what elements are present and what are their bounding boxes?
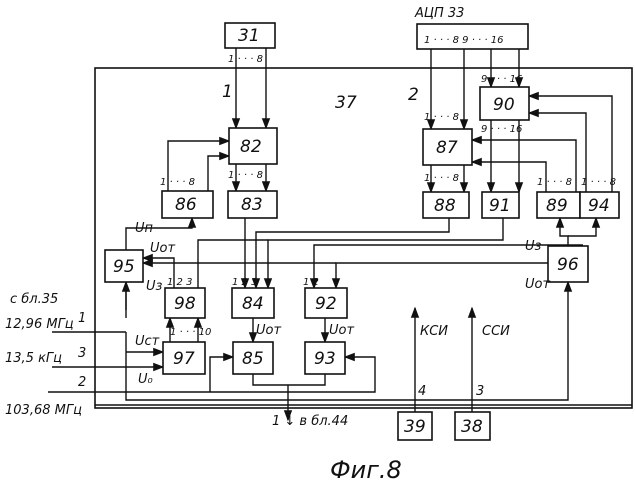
svg-text:Uп: Uп <box>135 221 154 236</box>
svg-text:Uст: Uст <box>135 334 160 349</box>
svg-text:91: 91 <box>489 196 511 216</box>
svg-text:89: 89 <box>546 196 568 216</box>
block-adc-33: 1 · · · 8 9 · · · 16 <box>417 24 528 49</box>
block-85: 85 <box>233 342 273 374</box>
svg-text:9 · · · 16: 9 · · · 16 <box>481 124 522 135</box>
svg-text:95: 95 <box>113 257 135 277</box>
svg-text:1 · · · 8: 1 · · · 8 <box>581 177 616 188</box>
svg-text:Uот: Uот <box>329 323 354 338</box>
svg-text:1 2: 1 2 <box>303 277 319 288</box>
figure-caption: Фиг.8 <box>330 456 402 484</box>
block-92: 92 <box>305 288 347 318</box>
svg-text:9 · · · 16: 9 · · · 16 <box>481 74 522 85</box>
block-84: 84 <box>232 288 274 318</box>
block-88: 88 <box>423 192 469 218</box>
block-98: 98 <box>165 288 205 318</box>
block-82: 82 <box>229 128 277 164</box>
svg-text:85: 85 <box>242 349 264 369</box>
svg-text:96: 96 <box>557 255 579 275</box>
svg-text:39: 39 <box>404 417 426 437</box>
svg-text:2: 2 <box>78 375 86 390</box>
svg-text:92: 92 <box>315 294 337 314</box>
block-91: 91 <box>482 192 519 218</box>
svg-text:13,5 кГц: 13,5 кГц <box>5 351 62 366</box>
svg-text:87: 87 <box>436 138 458 158</box>
svg-text:12,96 МГц: 12,96 МГц <box>5 317 74 332</box>
svg-text:1 · · · 8: 1 · · · 8 <box>537 177 572 188</box>
svg-text:1 · · · 8: 1 · · · 8 <box>424 173 459 184</box>
svg-text:1 · · · 10: 1 · · · 10 <box>170 327 211 338</box>
svg-text:93: 93 <box>314 349 336 369</box>
svg-text:38: 38 <box>461 417 483 437</box>
block-97: 97 <box>163 342 205 374</box>
svg-text:ССИ: ССИ <box>482 324 510 339</box>
svg-text:1 · · · 8 9 · · · 16: 1 · · · 8 9 · · · 16 <box>424 35 504 46</box>
block-83: 83 <box>228 191 277 218</box>
svg-text:Uз: Uз <box>146 279 163 294</box>
svg-text:83: 83 <box>241 195 263 215</box>
svg-text:Uз: Uз <box>525 239 542 254</box>
svg-text:с бл.35: с бл.35 <box>10 292 58 307</box>
svg-text:1 · · · 8: 1 · · · 8 <box>160 177 195 188</box>
block-95: 95 <box>105 250 143 282</box>
svg-text:U₀: U₀ <box>138 372 154 387</box>
block-39: 39 <box>398 412 432 440</box>
svg-text:31: 31 <box>238 26 260 46</box>
adc-33-label: АЦП 33 <box>414 6 464 21</box>
block-90: 90 <box>480 87 529 120</box>
block-87: 87 <box>423 129 472 165</box>
block-86: 86 <box>162 191 213 218</box>
block-37-label: 37 <box>335 93 357 113</box>
block-31: 31 <box>225 23 275 48</box>
svg-text:1 · · · 8: 1 · · · 8 <box>424 112 459 123</box>
block-96: 96 <box>548 246 588 282</box>
svg-text:97: 97 <box>173 349 195 369</box>
block-93: 93 <box>305 342 345 374</box>
svg-text:1: 1 <box>78 311 86 326</box>
svg-text:88: 88 <box>434 196 456 216</box>
block-89: 89 <box>537 192 580 218</box>
svg-text:1 2 3: 1 2 3 <box>232 277 257 288</box>
svg-text:86: 86 <box>175 195 197 215</box>
svg-text:Uот: Uот <box>256 323 281 338</box>
bus-2-label: 2 <box>408 85 419 105</box>
bus-1-label: 1 <box>222 82 233 102</box>
svg-text:4: 4 <box>418 384 426 399</box>
svg-text:3: 3 <box>476 384 484 399</box>
svg-text:84: 84 <box>242 294 264 314</box>
svg-text:98: 98 <box>174 294 196 314</box>
svg-text:Uот: Uот <box>150 241 175 256</box>
block-94: 94 <box>580 192 619 218</box>
svg-text:103,68 МГц: 103,68 МГц <box>5 403 82 418</box>
svg-text:КСИ: КСИ <box>420 324 448 339</box>
svg-text:94: 94 <box>588 196 610 216</box>
block-38: 38 <box>455 412 490 440</box>
output-label: 1 ↓ в бл.44 <box>272 414 348 429</box>
svg-text:82: 82 <box>240 137 262 157</box>
svg-text:1 2 3: 1 2 3 <box>167 277 192 288</box>
input-labels: с бл.35 12,96 МГц 1 13,5 кГц 3 2 103,68 … <box>5 292 86 418</box>
svg-text:1 · · · 8: 1 · · · 8 <box>228 54 263 65</box>
svg-text:90: 90 <box>493 95 515 115</box>
svg-text:1 · · · 8: 1 · · · 8 <box>228 170 263 181</box>
svg-text:Uот: Uот <box>525 277 550 292</box>
svg-text:3: 3 <box>78 346 86 361</box>
